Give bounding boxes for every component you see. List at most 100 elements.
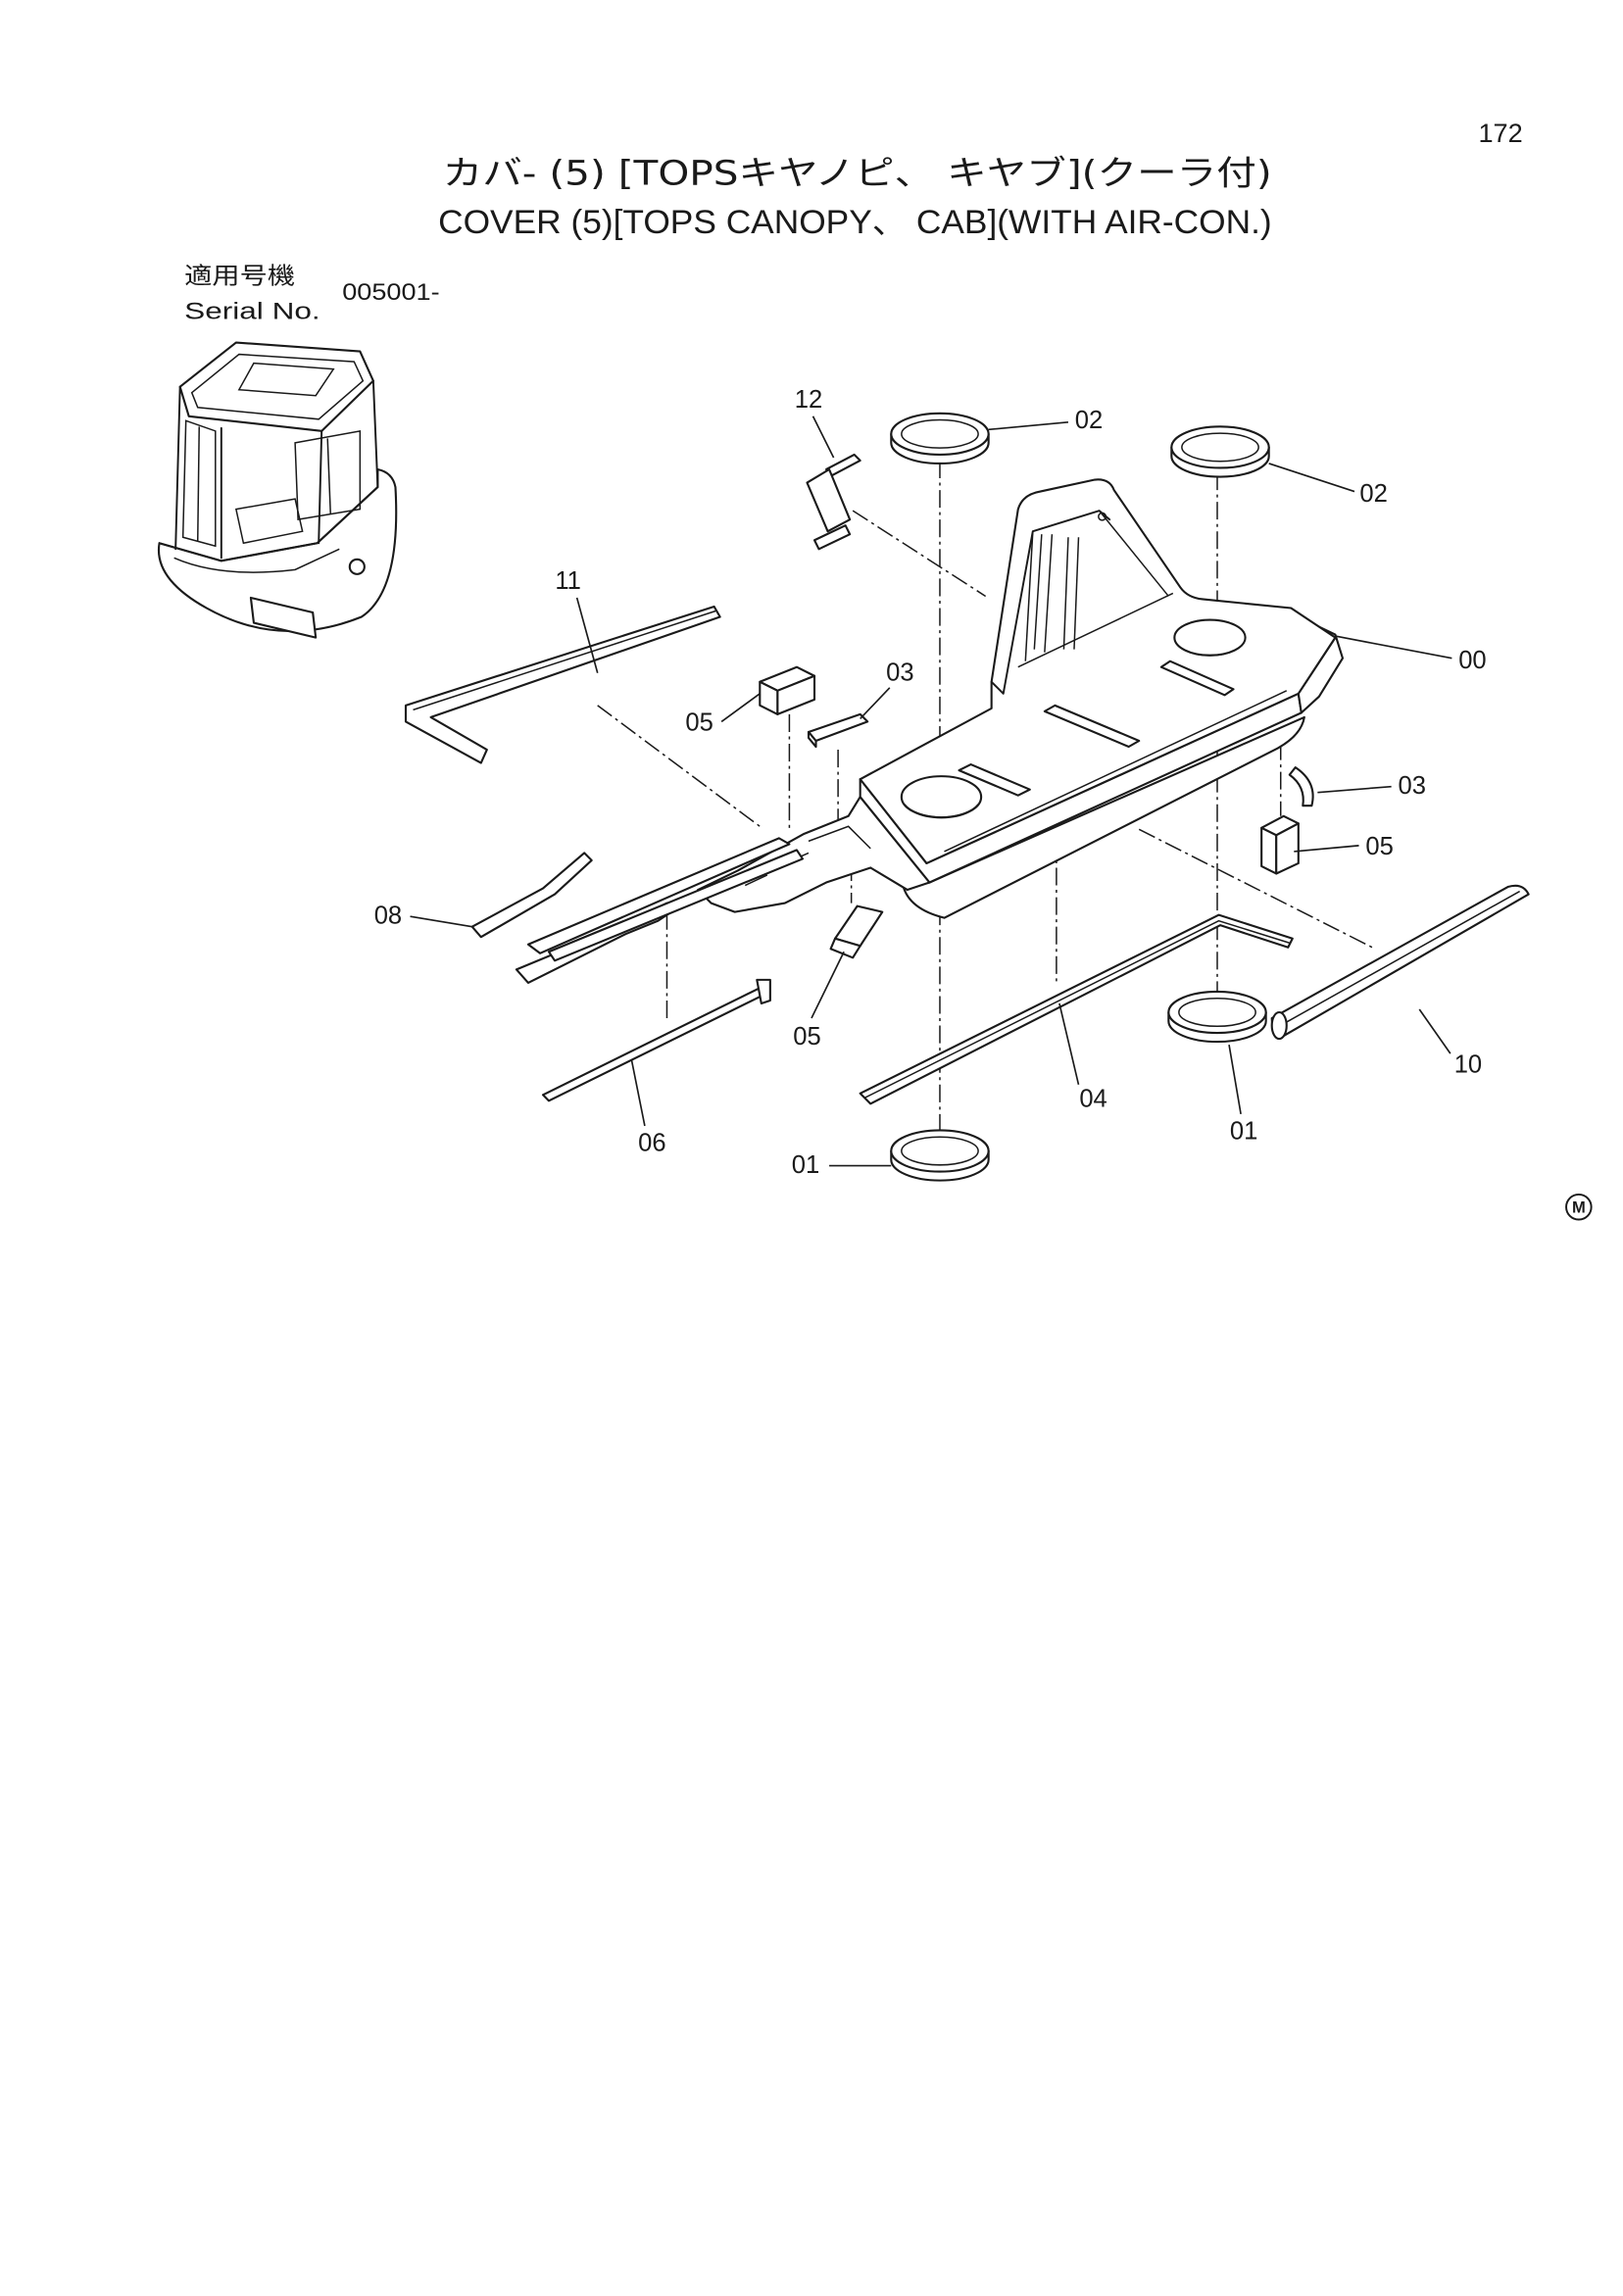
- center-lines: [597, 460, 1373, 1131]
- strip-top: [807, 712, 869, 743]
- cab-door-window: [294, 429, 362, 521]
- cover-front-edge-line: [944, 690, 1288, 853]
- block-side: [776, 674, 816, 715]
- callout-03-right: 03: [1398, 772, 1425, 800]
- leader-11: [575, 597, 599, 673]
- cab-door-window-frame: [326, 438, 331, 514]
- cover-mount-hole: [1098, 512, 1107, 521]
- serial-number: 005001-: [342, 279, 439, 306]
- leader-10: [1418, 1008, 1451, 1054]
- cover-console-slot-left: [1033, 534, 1054, 653]
- callout-11: 11: [555, 567, 581, 595]
- cab-roof-rim: [190, 353, 365, 420]
- callout-05-right: 05: [1365, 833, 1393, 860]
- part-05-block-right: [1260, 814, 1300, 875]
- cab-seat: [234, 498, 304, 545]
- callout-02-left: 02: [1075, 407, 1103, 434]
- cover-slot-2: [1043, 704, 1141, 749]
- ring-inner: [901, 1136, 979, 1166]
- leader-12: [812, 415, 835, 459]
- part-02-ring-left: [890, 412, 990, 464]
- strip-08-upper: [470, 852, 593, 939]
- part-05-block-lower: [829, 904, 884, 959]
- callout-06: 06: [638, 1130, 665, 1157]
- callout-01-right: 01: [1230, 1117, 1257, 1145]
- callout-05-upper: 05: [685, 708, 713, 736]
- part-08-strips: [470, 837, 805, 984]
- cab-front-window: [181, 419, 217, 548]
- leader-05-upper: [720, 693, 761, 723]
- callout-03-upper: 03: [886, 659, 913, 686]
- serial-label-jp: 適用号機: [184, 262, 295, 289]
- cover-hole-rear-rim: [1176, 644, 1244, 657]
- part-06-strip: [541, 978, 771, 1102]
- callout-12: 12: [795, 386, 822, 414]
- center-line-strip-11: [597, 705, 761, 827]
- bracket-bottom-tab: [812, 524, 852, 551]
- leader-06: [630, 1059, 646, 1127]
- callout-08: 08: [374, 903, 402, 930]
- strip-curved: [1288, 766, 1314, 807]
- cover-slot-3: [1159, 659, 1235, 697]
- cab-base-top-edge: [158, 486, 379, 562]
- cover-console-inner: [1017, 510, 1174, 668]
- leader-05-lower: [811, 951, 845, 1019]
- part-01-ring-right: [1167, 990, 1267, 1044]
- leader-05-right: [1294, 845, 1359, 853]
- cover-left-extension: [697, 796, 931, 913]
- circled-m-marker: M: [1565, 1193, 1593, 1221]
- page-title-jp: カバ- (5) [TOPSキヤノピ、 キヤブ](クーラ付): [443, 154, 1272, 193]
- part-04-seal: [859, 913, 1294, 1105]
- leader-02-right: [1268, 463, 1355, 493]
- serial-label-en: Serial No.: [184, 298, 320, 324]
- part-02-ring-right: [1170, 425, 1270, 478]
- part-10-seal: [1270, 884, 1530, 1041]
- page-number: 172: [1478, 118, 1522, 148]
- cab-base-body: [157, 467, 398, 633]
- ring-inner: [1181, 432, 1259, 463]
- marker-circle: [1565, 1193, 1593, 1221]
- cab-roof: [178, 341, 374, 432]
- long-strip-lower: [547, 849, 805, 962]
- cover-slot-1: [958, 763, 1031, 797]
- callout-00: 00: [1458, 647, 1486, 674]
- cab-rear-pillar: [371, 379, 379, 489]
- callouts: 12 02 02 11 00 03 05 03 05 08 05 10 04 0…: [374, 386, 1487, 1179]
- strip-body: [541, 986, 768, 1102]
- marker-letter: M: [1572, 1198, 1586, 1217]
- callout-05-lower: 05: [793, 1023, 820, 1050]
- part-12-bracket: [806, 453, 861, 551]
- cab-side-panel: [173, 548, 340, 573]
- callout-01-bottom: 01: [792, 1151, 819, 1179]
- callout-02-right: 02: [1359, 480, 1387, 508]
- ring-inner: [901, 418, 979, 449]
- ring-inner: [1178, 997, 1256, 1028]
- long-strip-upper: [526, 837, 791, 954]
- strip-body: [404, 605, 721, 764]
- leader-00: [1335, 635, 1452, 659]
- seal-tube-edge: [1277, 890, 1520, 1028]
- leader-03-upper: [860, 687, 891, 719]
- block-side: [1275, 822, 1300, 875]
- cab-light: [348, 558, 366, 575]
- leader-04: [1058, 1002, 1080, 1085]
- leader-08: [410, 915, 472, 928]
- part-03-strip-upper: [807, 712, 869, 749]
- cab-bumper: [249, 596, 318, 639]
- leader-03-right: [1317, 785, 1392, 794]
- part-01-ring-bottom: [890, 1129, 990, 1182]
- part-11-strip: [404, 605, 721, 764]
- cover-bottom-flange: [902, 715, 1305, 919]
- seal-body: [859, 913, 1294, 1105]
- strip-side: [807, 730, 817, 749]
- leader-02-left: [988, 420, 1069, 431]
- callout-04: 04: [1079, 1085, 1107, 1112]
- part-03-strip-right: [1288, 766, 1314, 807]
- center-line-seal-10: [1138, 828, 1373, 949]
- block-front: [1260, 826, 1278, 875]
- seal-tube-end: [1270, 1010, 1288, 1041]
- center-line-bracket-12: [852, 510, 987, 598]
- cover-hole-front-rim: [904, 804, 979, 818]
- callout-10: 10: [1454, 1051, 1482, 1079]
